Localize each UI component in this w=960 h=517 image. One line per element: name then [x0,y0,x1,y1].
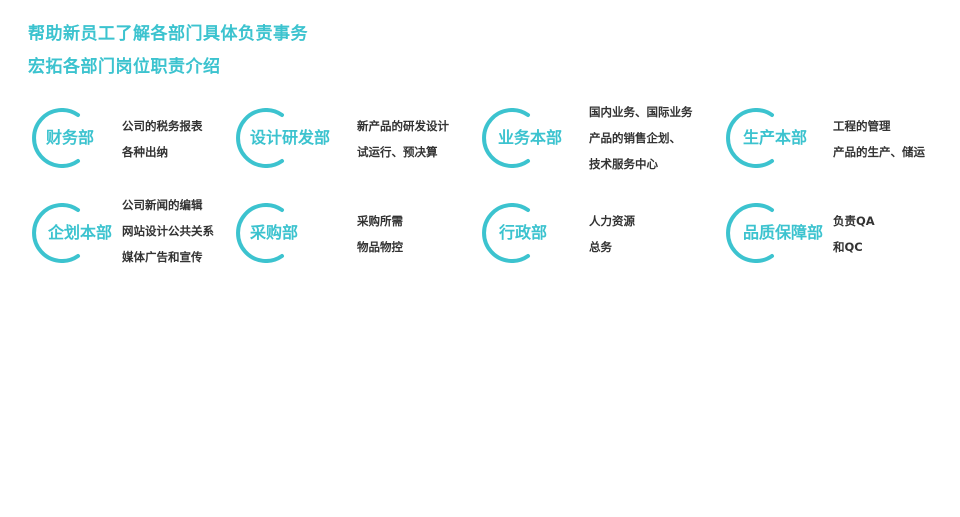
dept-card-design-rd: 设计研发部 新产品的研发设计 试运行、预决算 [232,108,462,170]
dept-name: 企划本部 [48,223,113,242]
dept-desc-line: 试运行、预决算 [357,145,438,159]
dept-desc-line: 公司的税务报表 [122,119,203,133]
dept-desc-line: 技术服务中心 [589,157,658,171]
dept-desc-line: 总务 [589,240,612,254]
dept-desc-line: 产品的生产、储运 [833,145,925,159]
arc-icon [482,108,530,168]
dept-description: 负责QA 和QC [833,208,875,260]
dept-desc-line: 工程的管理 [833,119,891,133]
arc-icon [236,203,284,263]
dept-name: 财务部 [46,128,95,147]
dept-desc-line: 采购所需 [357,214,403,228]
dept-desc-line: 网站设计公共关系 [122,224,214,238]
dept-card-administration: 行政部 人力资源 总务 [478,203,708,265]
dept-desc-line: 人力资源 [589,214,635,228]
arc-icon [32,203,80,263]
dept-card-finance: 财务部 公司的税务报表 各种出纳 [28,108,258,170]
dept-desc-line: 负责QA [833,214,875,228]
dept-description: 公司新闻的编辑 网站设计公共关系 媒体广告和宣传 [122,192,214,270]
dept-card-purchasing: 采购部 采购所需 物品物控 [232,203,462,265]
dept-desc-line: 各种出纳 [122,145,168,159]
dept-card-quality: 品质保障部 负责QA 和QC [722,203,952,265]
dept-name: 设计研发部 [250,128,331,147]
dept-description: 工程的管理 产品的生产、储运 [833,113,925,165]
page-title: 帮助新员工了解各部门具体负责事务 [28,24,308,44]
dept-card-business: 业务本部 国内业务、国际业务 产品的销售企划、 技术服务中心 [478,105,708,171]
arc-icon [482,203,530,263]
dept-description: 公司的税务报表 各种出纳 [122,113,203,165]
arc-icon [726,108,774,168]
dept-desc-line: 公司新闻的编辑 [122,198,203,212]
dept-desc-line: 新产品的研发设计 [357,119,449,133]
arc-icon [726,203,774,263]
dept-card-production: 生产本部 工程的管理 产品的生产、储运 [722,108,952,170]
dept-name: 行政部 [499,223,548,242]
dept-description: 采购所需 物品物控 [357,208,403,260]
dept-desc-line: 和QC [833,240,863,254]
dept-name: 品质保障部 [743,223,824,242]
dept-description: 人力资源 总务 [589,208,635,260]
dept-name: 采购部 [250,223,299,242]
dept-card-planning: 企划本部 公司新闻的编辑 网站设计公共关系 媒体广告和宣传 [28,198,258,265]
arc-icon [32,108,80,168]
dept-desc-line: 物品物控 [357,240,403,254]
dept-desc-line: 媒体广告和宣传 [122,250,203,264]
arc-icon [236,108,284,168]
page-subtitle: 宏拓各部门岗位职责介绍 [28,57,221,77]
dept-name: 业务本部 [498,128,563,147]
dept-desc-line: 产品的销售企划、 [589,131,681,145]
dept-description: 国内业务、国际业务 产品的销售企划、 技术服务中心 [589,99,693,177]
dept-desc-line: 国内业务、国际业务 [589,105,693,119]
dept-description: 新产品的研发设计 试运行、预决算 [357,113,449,165]
dept-name: 生产本部 [743,128,808,147]
